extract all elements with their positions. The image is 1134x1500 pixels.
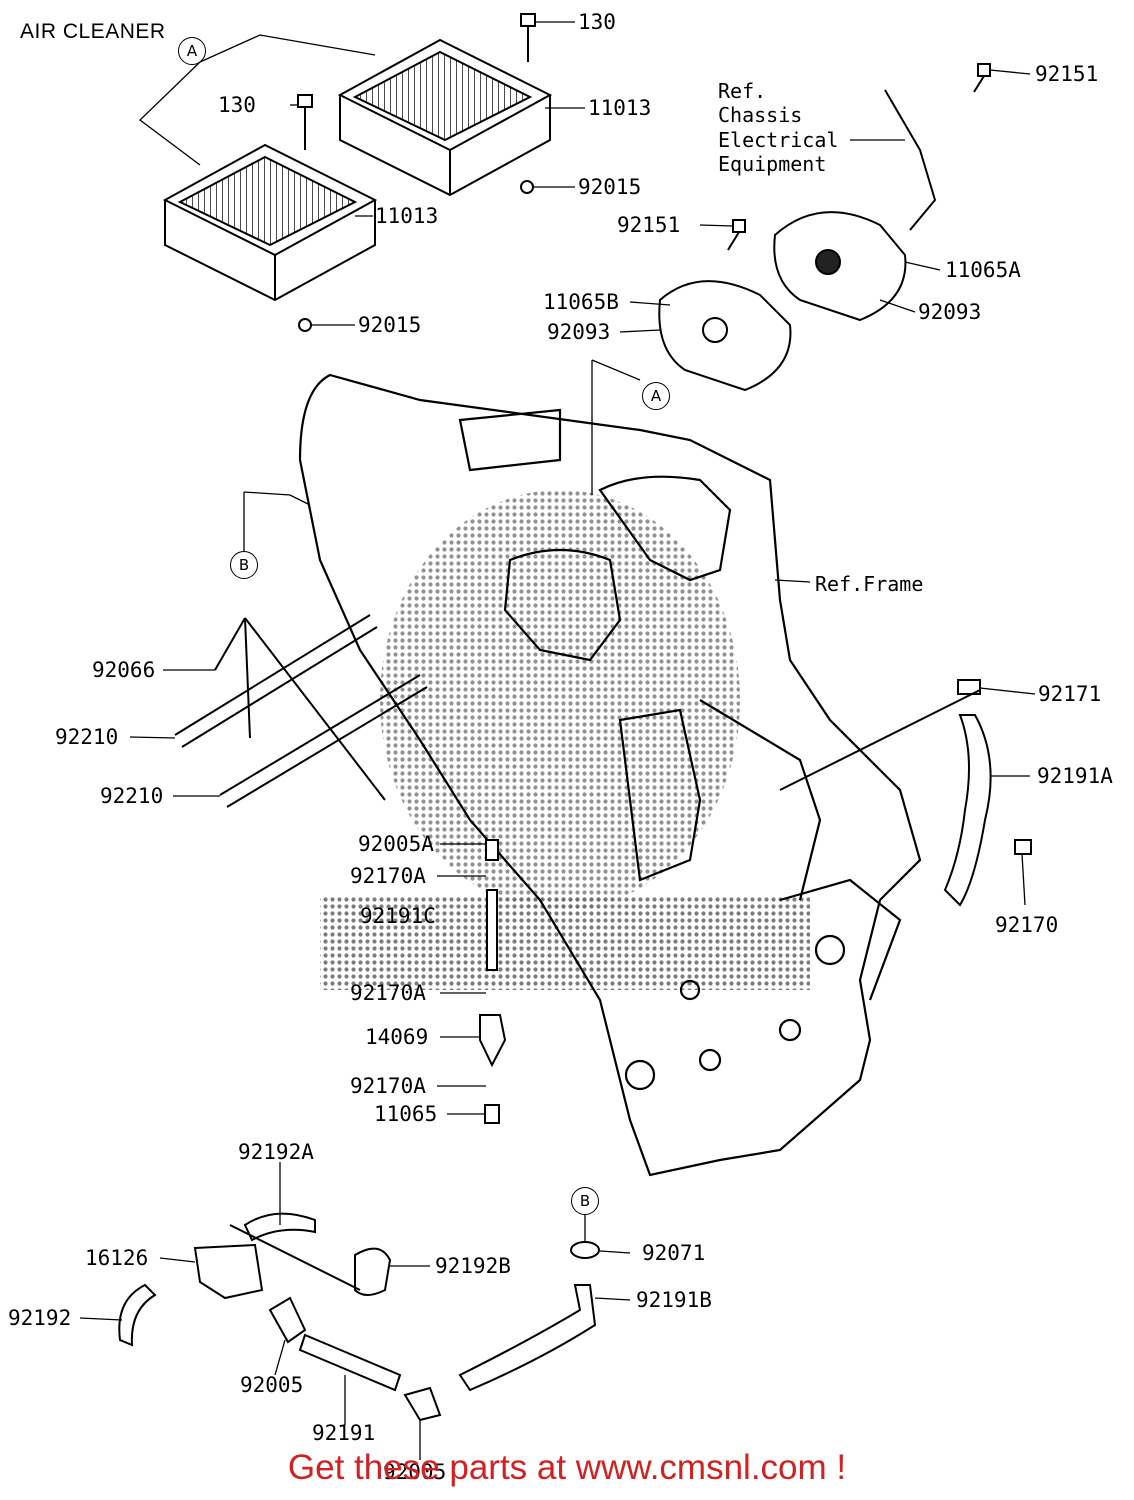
- diagram-title: AIR CLEANER: [20, 20, 166, 43]
- part-label: 16126: [85, 1246, 149, 1270]
- air-filter-upper: [337, 38, 553, 197]
- part-label: 92151: [617, 213, 681, 237]
- part-label: 92093: [918, 300, 982, 324]
- intake-ducts: [658, 89, 937, 392]
- hoses-right: [779, 679, 1032, 907]
- part-label: 92191: [312, 1421, 376, 1445]
- section-marker-a: A: [178, 37, 206, 65]
- part-label: 92015: [358, 313, 422, 337]
- part-label: 92192B: [435, 1254, 511, 1278]
- bottom-hoses: [118, 1212, 600, 1422]
- air-filter-lower: [162, 143, 378, 302]
- airbox-frame: [298, 373, 922, 1177]
- part-label: 92191A: [1037, 764, 1113, 788]
- part-label: 92171: [1038, 682, 1102, 706]
- part-label: 14069: [365, 1025, 429, 1049]
- footer-promo-link[interactable]: Get these parts at www.cmsnl.com !: [287, 1448, 847, 1487]
- part-label: 92005: [240, 1373, 304, 1397]
- part-label: 92210: [55, 725, 119, 749]
- part-label: 130: [218, 93, 256, 117]
- part-label: 11013: [375, 204, 439, 228]
- rubber-straps: [174, 614, 428, 808]
- section-marker-b: B: [230, 551, 258, 579]
- part-label: 92192: [8, 1306, 72, 1330]
- part-label: 92170A: [350, 981, 426, 1005]
- part-label: 92191B: [636, 1288, 712, 1312]
- part-label: 92066: [92, 658, 156, 682]
- part-label: 92005: [383, 1460, 447, 1484]
- part-label: 92093: [547, 320, 611, 344]
- part-label: 11013: [588, 96, 652, 120]
- section-a-leaders: [139, 34, 376, 166]
- part-label: 92191C: [360, 904, 436, 928]
- ref-chassis-note: Ref. Chassis Electrical Equipment: [718, 79, 839, 177]
- part-label: 11065: [374, 1102, 438, 1126]
- part-label: 92151: [1035, 62, 1099, 86]
- part-label: 92015: [578, 175, 642, 199]
- part-label: 92071: [642, 1241, 706, 1265]
- part-label: 92170: [995, 913, 1059, 937]
- part-label: 11065B: [543, 290, 619, 314]
- part-label: 92210: [100, 784, 164, 808]
- section-marker-a: A: [642, 382, 670, 410]
- part-label: 92170A: [350, 864, 426, 888]
- ref-frame-note: Ref.Frame: [815, 572, 924, 596]
- section-marker-b: B: [571, 1187, 599, 1215]
- section-b-leaders: [243, 359, 641, 552]
- part-label: 11065A: [945, 258, 1021, 282]
- part-label: 92170A: [350, 1074, 426, 1098]
- leader-lines: [79, 21, 1036, 1460]
- part-label: 92005A: [358, 832, 434, 856]
- part-label: 92192A: [238, 1140, 314, 1164]
- part-label: 130: [578, 10, 616, 34]
